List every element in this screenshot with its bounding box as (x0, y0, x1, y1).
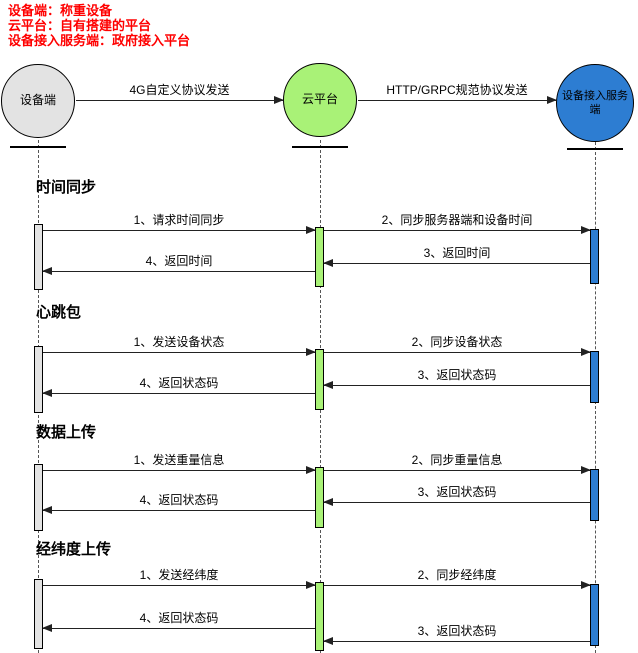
lifeline-stop-cloud (292, 146, 348, 148)
message-label: 4、返回时间 (145, 254, 213, 268)
legend: 设备端：称重设备 云平台：自有搭建的平台 设备接入服务端：政府接入平台 (8, 3, 190, 48)
section-title: 心跳包 (36, 304, 82, 321)
message-label: 1、请求时间同步 (133, 213, 225, 227)
activation-bar-cloud (315, 227, 324, 287)
message-label: 3、返回状态码 (417, 485, 497, 499)
arrowhead-left-icon (42, 506, 52, 514)
message-arrow: 3、返回状态码 (323, 485, 590, 506)
message-label: 4、返回状态码 (139, 611, 219, 625)
message-arrow: 4、返回状态码 (42, 376, 315, 397)
protocol-link-cloud-server: HTTP/GRPC规范协议发送 (358, 83, 557, 104)
message-arrow: 1、请求时间同步 (43, 213, 316, 234)
message-arrow: 2、同步重量信息 (324, 453, 591, 474)
message-arrow: 2、同步服务器端和设备时间 (324, 213, 591, 234)
message-arrow: 4、返回状态码 (42, 611, 315, 632)
arrowhead-left-icon (42, 624, 52, 632)
arrowhead-right-icon (581, 348, 591, 356)
message-label: 2、同步服务器端和设备时间 (381, 213, 533, 227)
activation-bar-device (34, 464, 43, 531)
message-label: 1、发送经纬度 (139, 568, 219, 582)
message-arrow: 4、返回时间 (42, 254, 315, 275)
arrowhead-right-icon (306, 348, 316, 356)
actor-label-server: 设备接入服务端 (562, 89, 628, 116)
message-arrow: 4、返回状态码 (42, 493, 315, 514)
activation-bar-device (34, 224, 43, 290)
message-label: 3、返回状态码 (417, 368, 497, 382)
arrowhead-left-icon (323, 259, 333, 267)
arrowhead-left-icon (323, 381, 333, 389)
legend-line: 设备接入服务端：政府接入平台 (8, 33, 191, 48)
actor-node-cloud: 云平台 (283, 63, 357, 137)
message-arrow: 2、同步经纬度 (324, 568, 591, 589)
protocol-link-label: HTTP/GRPC规范协议发送 (386, 83, 528, 97)
arrowhead-right-icon (306, 226, 316, 234)
message-label: 1、发送设备状态 (133, 335, 225, 349)
actor-label-device: 设备端 (19, 93, 56, 108)
message-label: 2、同步经纬度 (417, 568, 497, 582)
activation-bar-server (590, 351, 599, 403)
message-label: 3、返回状态码 (417, 624, 497, 638)
activation-bar-device (34, 579, 43, 649)
legend-line: 云平台：自有搭建的平台 (8, 18, 152, 33)
message-arrow: 1、发送设备状态 (43, 335, 316, 356)
lifeline-stop-device (10, 146, 66, 148)
activation-bar-cloud (315, 349, 324, 410)
arrowhead-left-icon (42, 267, 52, 275)
section-title: 时间同步 (36, 179, 97, 196)
arrowhead-right-icon (306, 581, 316, 589)
message-arrow: 1、发送重量信息 (43, 453, 316, 474)
protocol-link-label: 4G自定义协议发送 (129, 83, 230, 97)
message-label: 4、返回状态码 (139, 493, 219, 507)
message-label: 3、返回时间 (423, 246, 491, 260)
message-arrow: 3、返回状态码 (323, 368, 590, 389)
arrowhead-right-icon (274, 96, 284, 104)
message-arrow: 3、返回时间 (323, 246, 590, 267)
message-arrow: 1、发送经纬度 (43, 568, 316, 589)
protocol-link-device-cloud: 4G自定义协议发送 (76, 83, 284, 104)
activation-bar-server (590, 229, 599, 284)
message-arrow: 2、同步设备状态 (324, 335, 591, 356)
arrowhead-right-icon (581, 226, 591, 234)
message-label: 4、返回状态码 (139, 376, 219, 390)
arrowhead-right-icon (306, 466, 316, 474)
arrowhead-left-icon (323, 498, 333, 506)
section-title: 数据上传 (36, 424, 97, 441)
activation-bar-device (34, 346, 43, 413)
lifeline-stop-server (567, 148, 623, 150)
actor-node-server: 设备接入服务端 (556, 64, 634, 142)
message-label: 1、发送重量信息 (133, 453, 225, 467)
arrowhead-left-icon (323, 637, 333, 645)
activation-bar-cloud (315, 582, 324, 651)
message-arrow: 3、返回状态码 (323, 624, 590, 645)
legend-line: 设备端：称重设备 (8, 3, 113, 18)
message-label: 2、同步重量信息 (411, 453, 503, 467)
activation-bar-server (590, 469, 599, 521)
actor-node-device: 设备端 (1, 64, 75, 138)
arrowhead-right-icon (581, 581, 591, 589)
activation-bar-cloud (315, 467, 324, 528)
arrowhead-right-icon (547, 96, 557, 104)
message-label: 2、同步设备状态 (411, 335, 503, 349)
section-title: 经纬度上传 (36, 541, 112, 558)
actor-label-cloud: 云平台 (301, 92, 338, 107)
arrowhead-left-icon (42, 389, 52, 397)
arrowhead-right-icon (581, 466, 591, 474)
activation-bar-server (590, 584, 599, 646)
